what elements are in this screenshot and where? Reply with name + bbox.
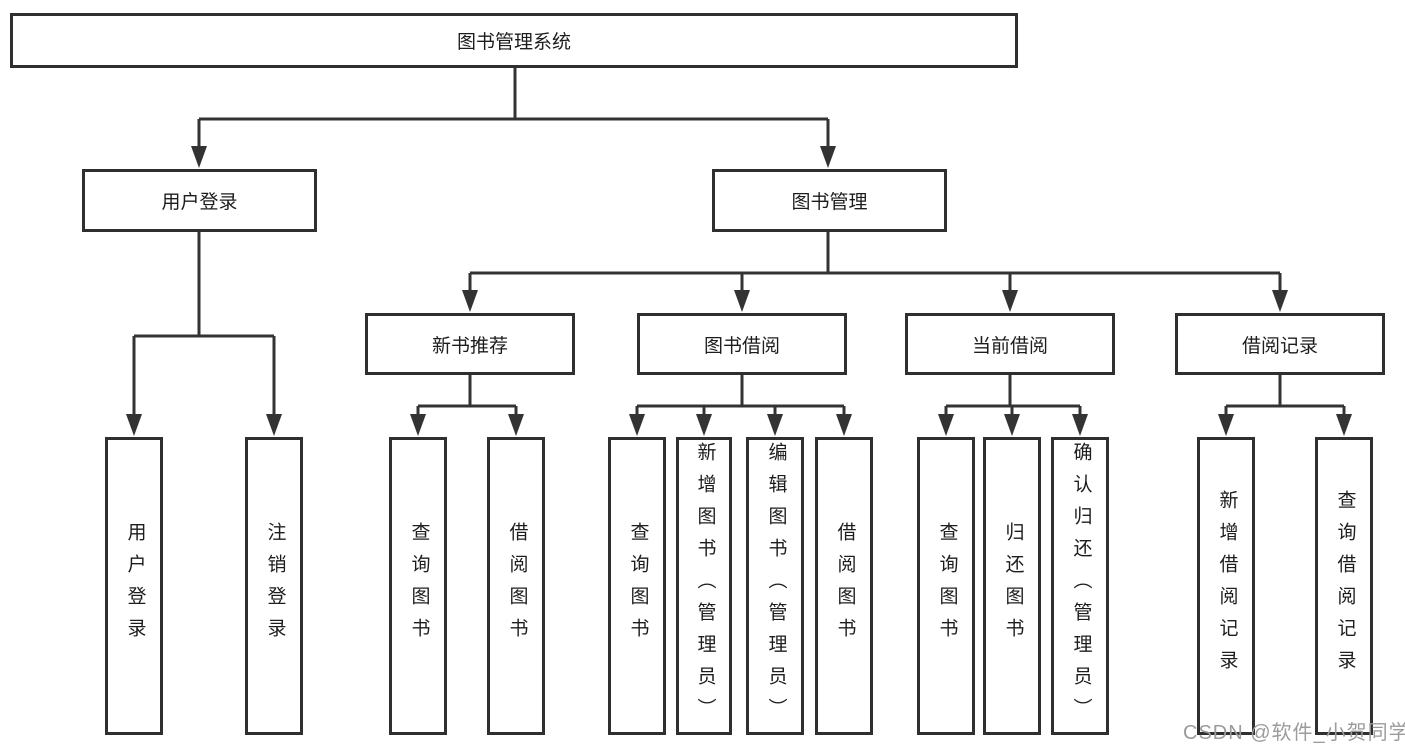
node-label: 编辑图书（管理员） bbox=[765, 442, 787, 730]
node-book-management: 图书管理 bbox=[712, 169, 947, 232]
node-leaf-borrow-books-2: 借阅图书 bbox=[815, 437, 873, 735]
node-label: 当前借阅 bbox=[971, 335, 1048, 357]
connector-root-to-level1 bbox=[197, 68, 830, 150]
arrowhead-down-icon bbox=[266, 414, 282, 436]
arrowhead-down-icon bbox=[767, 414, 783, 436]
connector-borrowing-records-to-leaves bbox=[1224, 375, 1346, 418]
node-label: 借阅图书 bbox=[834, 522, 856, 650]
node-root: 图书管理系统 bbox=[10, 13, 1018, 68]
arrowhead-down-icon bbox=[410, 414, 426, 436]
arrowhead-down-icon bbox=[462, 290, 478, 312]
node-leaf-confirm-return-admin: 确认归还（管理员） bbox=[1051, 437, 1109, 735]
arrowhead-down-icon bbox=[508, 414, 524, 436]
node-label: 图书管理系统 bbox=[456, 32, 571, 53]
node-label: 确认归还（管理员） bbox=[1070, 442, 1092, 730]
connector-new-book-recommendation-to-leaves bbox=[416, 375, 518, 418]
node-label: 归还图书 bbox=[1002, 522, 1024, 650]
node-label: 借阅图书 bbox=[506, 522, 528, 650]
node-book-borrowing: 图书借阅 bbox=[637, 313, 847, 375]
node-label: 借阅记录 bbox=[1241, 335, 1318, 357]
node-label: 新增图书（管理员） bbox=[694, 442, 716, 730]
node-leaf-return-books: 归还图书 bbox=[983, 437, 1041, 735]
node-leaf-query-borrow-record: 查询借阅记录 bbox=[1315, 437, 1373, 735]
arrowhead-down-icon bbox=[1072, 414, 1088, 436]
node-label: 注销登录 bbox=[264, 522, 286, 650]
node-leaf-logout: 注销登录 bbox=[245, 437, 303, 735]
node-label: 查询图书 bbox=[936, 522, 958, 650]
node-user-login: 用户登录 bbox=[82, 169, 317, 232]
connector-current-borrowing-to-leaves bbox=[944, 375, 1082, 418]
csdn-watermark: CSDN @软件_小贺同学 bbox=[1183, 722, 1405, 744]
arrowhead-down-icon bbox=[629, 414, 645, 436]
node-borrowing-records: 借阅记录 bbox=[1175, 313, 1385, 375]
arrowhead-down-icon bbox=[191, 146, 207, 168]
node-label: 新书推荐 bbox=[431, 335, 508, 357]
connector-user-login-to-leaves bbox=[132, 232, 276, 418]
arrowhead-down-icon bbox=[126, 414, 142, 436]
node-label: 用户登录 bbox=[161, 192, 238, 213]
node-leaf-user-login: 用户登录 bbox=[105, 437, 163, 735]
arrowhead-down-icon bbox=[1336, 414, 1352, 436]
node-leaf-edit-books-admin: 编辑图书（管理员） bbox=[746, 437, 804, 735]
arrowhead-down-icon bbox=[820, 146, 836, 168]
node-label: 查询借阅记录 bbox=[1334, 490, 1356, 682]
node-label: 查询图书 bbox=[627, 522, 649, 650]
connector-book-borrowing-to-leaves bbox=[635, 375, 846, 418]
node-leaf-add-borrow-record: 新增借阅记录 bbox=[1197, 437, 1255, 735]
arrowhead-down-icon bbox=[1002, 290, 1018, 312]
arrowhead-down-icon bbox=[696, 414, 712, 436]
arrowhead-down-icon bbox=[938, 414, 954, 436]
node-leaf-borrow-books-1: 借阅图书 bbox=[487, 437, 545, 735]
node-leaf-add-books-admin: 新增图书（管理员） bbox=[676, 437, 732, 735]
node-leaf-query-books-3: 查询图书 bbox=[917, 437, 975, 735]
node-label: 图书借阅 bbox=[703, 335, 780, 357]
connector-book-management-to-level2 bbox=[468, 232, 1282, 293]
node-new-book-recommendation: 新书推荐 bbox=[365, 313, 575, 375]
arrowhead-down-icon bbox=[1272, 290, 1288, 312]
node-label: 查询图书 bbox=[408, 522, 430, 650]
arrowhead-down-icon bbox=[734, 290, 750, 312]
arrowhead-down-icon bbox=[1218, 414, 1234, 436]
node-leaf-query-books-2: 查询图书 bbox=[608, 437, 666, 735]
node-label: 图书管理 bbox=[791, 192, 868, 213]
node-label: 用户登录 bbox=[124, 522, 146, 650]
node-leaf-query-books-1: 查询图书 bbox=[389, 437, 447, 735]
node-current-borrowing: 当前借阅 bbox=[905, 313, 1115, 375]
arrowhead-down-icon bbox=[1004, 414, 1020, 436]
node-label: 新增借阅记录 bbox=[1216, 490, 1238, 682]
arrowhead-down-icon bbox=[836, 414, 852, 436]
